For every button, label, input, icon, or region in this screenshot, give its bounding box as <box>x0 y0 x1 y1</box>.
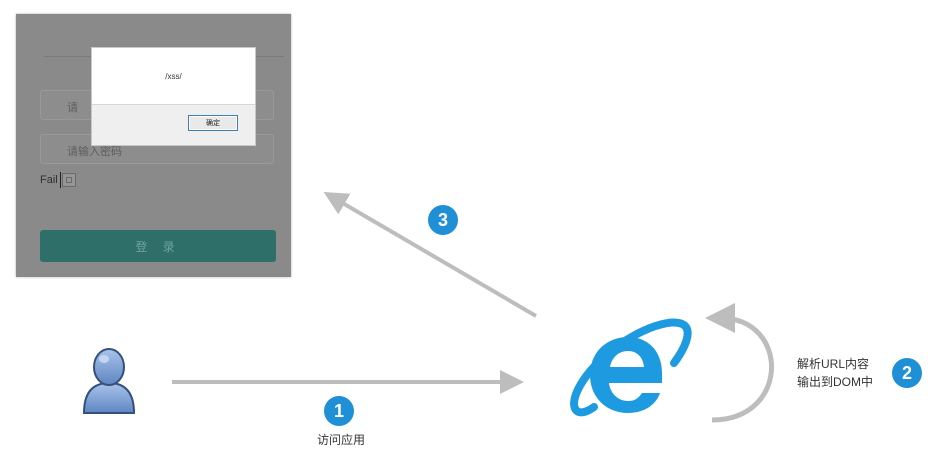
login-button[interactable]: 登 录 <box>40 230 276 262</box>
arrow-parse-loop <box>705 303 774 423</box>
alert-dialog: /xss/ 确定 <box>91 47 256 146</box>
alert-footer: 确定 <box>92 104 255 145</box>
step-1-badge: 1 <box>324 396 354 426</box>
text-caret <box>60 172 61 188</box>
ok-button[interactable]: 确定 <box>188 115 238 131</box>
broken-image-icon <box>62 173 76 187</box>
step-1-label: 访问应用 <box>317 433 366 447</box>
password-placeholder: 请输入密码 <box>67 146 122 158</box>
internet-explorer-icon <box>570 318 692 417</box>
browser-screenshot: 请 请输入密码 Fail 登 录 /xss/ 确定 <box>16 14 291 277</box>
step-2-badge: 2 <box>892 358 922 388</box>
fail-text: Fail <box>40 174 58 186</box>
step-2-label-line2: 输出到DOM中 <box>797 375 873 389</box>
step-2-label-line1: 解析URL内容 <box>797 357 870 371</box>
step-2-label: 解析URL内容 输出到DOM中 <box>797 355 873 391</box>
arrow-render <box>323 191 538 318</box>
user-icon <box>82 348 136 414</box>
username-placeholder: 请 <box>67 102 78 114</box>
alert-message: /xss/ <box>165 72 182 81</box>
step-3-badge: 3 <box>428 205 458 235</box>
